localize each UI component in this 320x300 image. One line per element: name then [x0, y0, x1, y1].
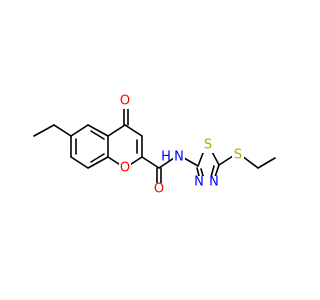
- bond-thioethyl-1: [241, 155, 259, 169]
- bond-thiadiazole-double-2: [210, 165, 215, 178]
- oxygen-amide-label: O: [154, 182, 164, 197]
- bond-ethyl-ch3: [33, 124, 55, 137]
- bond-benzene-2: [70, 156, 89, 169]
- bond-ethyl-ch2: [53, 124, 72, 137]
- bond-benzene-double-2: [90, 153, 105, 163]
- mask-nitrogen-ring-left: [193, 176, 205, 190]
- nitrogen-amide-label: N: [174, 150, 184, 165]
- nitrogen-ring-left-label: N: [194, 175, 204, 190]
- sulfur-thio-label: S: [234, 148, 242, 163]
- mask-nitrogen-amide: [173, 151, 185, 165]
- bond-benzene-3: [87, 156, 109, 169]
- mask-oxygen-ring: [119, 162, 131, 176]
- mask-sulfur-ring: [202, 139, 214, 153]
- bond-n-thiadiazole: [183, 157, 199, 167]
- hydrogen-amide-label: H: [161, 150, 171, 165]
- mask-sulfur-thio: [232, 149, 244, 163]
- nitrogen-ring-right-label: N: [209, 175, 219, 190]
- bond-benzene-6: [70, 124, 89, 137]
- oxygen-ring-label: O: [120, 161, 130, 176]
- atom-label-layer: O O O N H S S N N: [119, 94, 244, 197]
- oxygen-carbonyl-label: O: [120, 94, 130, 109]
- bond-benzene-double-3: [90, 130, 105, 140]
- bond-pyran-2: [124, 124, 143, 137]
- bond-amide-n: [158, 157, 175, 169]
- mask-oxygen-carbonyl: [119, 95, 131, 109]
- bond-layer: [33, 104, 276, 186]
- bond-thioether: [218, 155, 234, 166]
- mask-nitrogen-ring-right: [208, 176, 220, 190]
- sulfur-ring-label: S: [204, 138, 212, 153]
- bond-amide-c: [141, 156, 160, 169]
- mask-oxygen-amide: [153, 183, 165, 197]
- molecule-structure: O O O N H S S N N: [33, 94, 276, 197]
- bond-pyran-1: [107, 124, 126, 137]
- bond-thioethyl-2: [257, 157, 276, 169]
- molecule-canvas: O O O N H S S N N: [33, 93, 276, 197]
- bond-benzene-5: [87, 124, 109, 137]
